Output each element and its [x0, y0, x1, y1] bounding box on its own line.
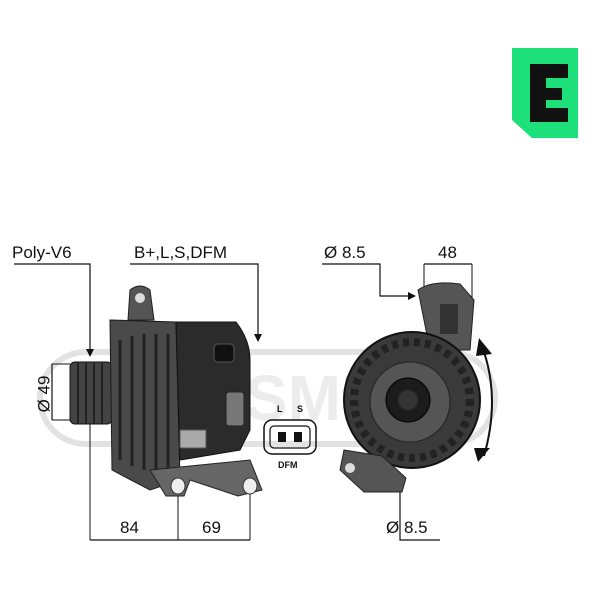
pulley-label: Poly-V6	[12, 243, 72, 262]
pulley-diameter-label: Ø 49	[34, 375, 54, 413]
connector-pin-l: L	[277, 404, 283, 414]
connector-name: DFM	[278, 460, 298, 470]
dim-69-label: 69	[202, 518, 221, 537]
terminals-label: B+,L,S,DFM	[134, 243, 228, 262]
diameter-bottom-label: Ø 8.5	[386, 518, 428, 537]
connector-pin-s: S	[297, 404, 304, 414]
diameter-top-label: Ø 8.5	[324, 243, 366, 262]
dim-84-label: 84	[120, 518, 139, 537]
width-top-label: 48	[438, 243, 457, 262]
